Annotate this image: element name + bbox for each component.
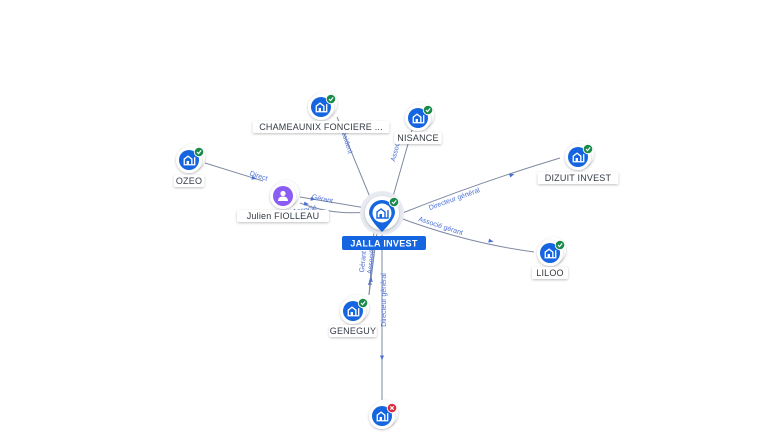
closed-cross-icon	[386, 402, 398, 414]
node-liloo[interactable]: LILOO	[532, 237, 568, 279]
edge-line	[399, 157, 561, 215]
node-label: NISANCE	[397, 133, 438, 143]
node-label-bg	[237, 210, 329, 222]
center-node[interactable]: JALLA INVEST	[342, 191, 426, 250]
active-check-icon	[193, 146, 205, 158]
building-icon	[572, 152, 585, 163]
active-check-icon	[388, 196, 400, 208]
active-check-icon	[554, 239, 566, 251]
active-check-icon	[422, 104, 434, 116]
edge-line	[399, 217, 535, 253]
building-icon	[412, 113, 425, 124]
building-icon	[544, 248, 557, 259]
center-label-bg	[342, 236, 426, 250]
edge-arrow-icon	[251, 175, 257, 180]
edge-center-bottom: Directeur général	[380, 232, 388, 400]
building-icon	[183, 155, 196, 166]
node-label-bg	[252, 121, 390, 133]
edge-arrow-icon	[508, 173, 515, 178]
edge-label: Directeur général	[381, 273, 388, 327]
node-julien[interactable]: Julien FIOLLEAU	[237, 180, 329, 222]
edge-arrow-icon	[380, 355, 384, 361]
edge-line	[299, 202, 367, 214]
building-icon	[376, 208, 389, 219]
node-label: LILOO	[536, 268, 564, 278]
edge-label: Gérant	[311, 194, 333, 205]
building-icon	[376, 411, 389, 422]
nodes-layer: CHAMEAUNIX FONCIERE ... NISANCE OZEO Julien…	[173, 91, 619, 429]
person-icon	[278, 190, 288, 201]
edge-label: Gérant	[359, 251, 368, 273]
edge-label: Associé	[367, 249, 377, 274]
building-icon	[315, 102, 328, 113]
active-check-icon	[325, 93, 337, 105]
edge-ozeo-julien: Direct	[204, 162, 269, 183]
building-icon	[347, 306, 360, 317]
active-check-icon	[582, 143, 594, 155]
node-label-bg	[394, 132, 442, 144]
node-geneguy[interactable]: GENEGUY	[329, 295, 377, 337]
edge-julien-center: Gérant	[299, 194, 367, 209]
node-label-bg	[537, 172, 619, 184]
node-bottom[interactable]	[369, 400, 398, 429]
node-chameaunix[interactable]: CHAMEAUNIX FONCIERE ...	[252, 91, 390, 133]
node-label: CHAMEAUNIX FONCIERE ...	[259, 122, 383, 132]
node-label: DIZUIT INVEST	[545, 173, 612, 183]
node-label-bg	[173, 175, 205, 187]
node-label-bg	[329, 325, 377, 337]
edge-center-dizuit: Directeur général	[399, 157, 561, 215]
edge-label: Direct	[249, 170, 269, 182]
node-label: GENEGUY	[330, 326, 376, 336]
edge-arrow-icon	[303, 201, 310, 206]
node-ozeo[interactable]: OZEO	[173, 144, 205, 187]
edge-arrow-icon	[368, 276, 373, 282]
node-dizuit[interactable]: DIZUIT INVEST	[537, 141, 619, 184]
edge-arrow-icon	[488, 238, 494, 243]
node-nisance[interactable]: NISANCE	[394, 102, 442, 144]
edge-arrow-icon	[310, 196, 316, 201]
node-label-bg	[532, 267, 568, 279]
active-check-icon	[357, 297, 369, 309]
node-label: OZEO	[176, 176, 202, 186]
node-label: Julien FIOLLEAU	[247, 211, 320, 221]
center-label: JALLA INVEST	[350, 239, 417, 249]
edges-layer: PrésidentAssociéDirectGérantAssociéDirec…	[204, 116, 561, 400]
